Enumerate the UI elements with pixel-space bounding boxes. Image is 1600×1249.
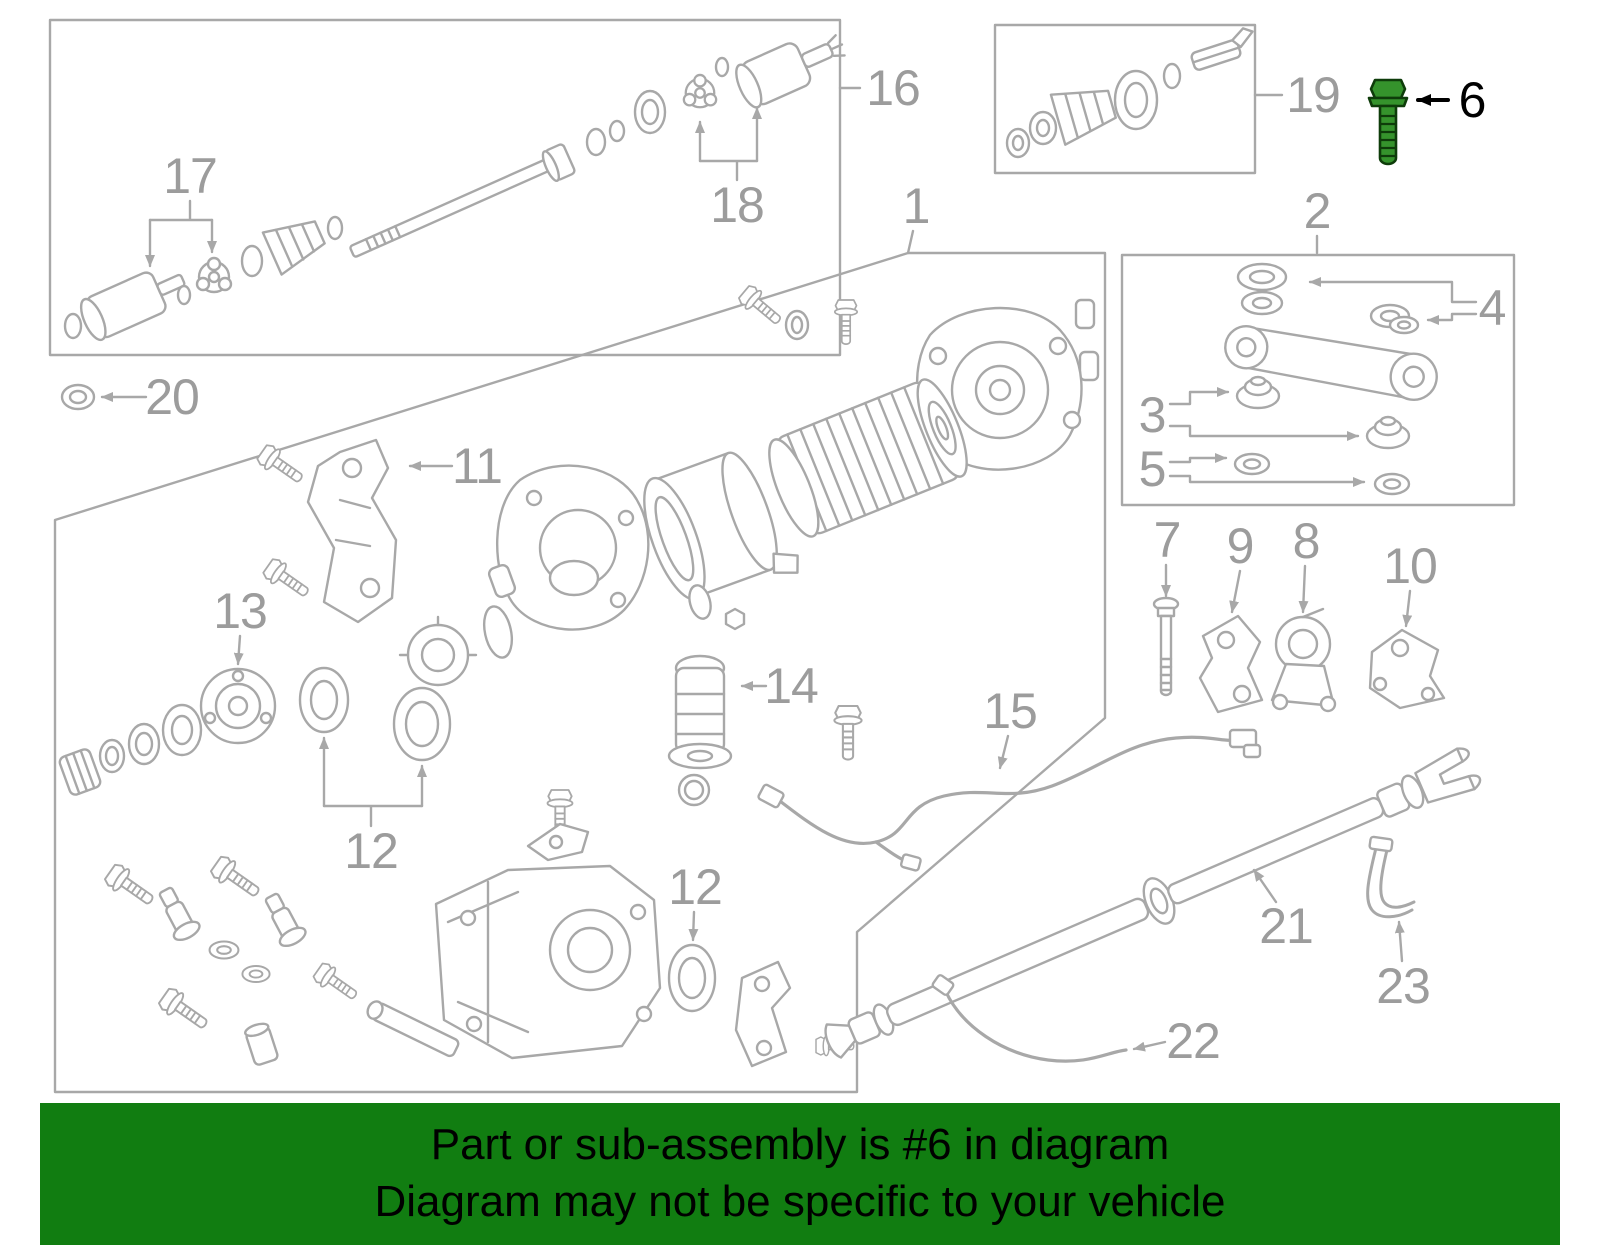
bracket-11	[306, 438, 398, 624]
callout-16: 16	[866, 60, 921, 116]
control-arm	[1224, 325, 1438, 401]
actuator-14	[667, 654, 733, 770]
axle-shaft	[349, 154, 561, 258]
callout-7: 7	[1153, 512, 1182, 568]
outer-cv-housing	[735, 34, 846, 109]
callout-18: 18	[710, 177, 765, 233]
axle-assembly-box	[48, 18, 862, 357]
inner-cv-boot	[261, 220, 326, 276]
banner-line-1: Part or sub-assembly is #6 in diagram	[430, 1120, 1170, 1170]
flange-13-group	[58, 667, 277, 796]
callout-15: 15	[983, 683, 1038, 739]
callout-6-highlighted: 6	[1458, 72, 1487, 128]
callout-21: 21	[1259, 898, 1314, 954]
callout-17: 17	[163, 148, 218, 204]
callout-2: 2	[1303, 183, 1332, 239]
callout-8: 8	[1292, 513, 1321, 569]
inner-cv-housing	[79, 271, 186, 342]
propeller-shaft-21	[824, 747, 1482, 1059]
callout-11: 11	[452, 438, 503, 494]
banner-line-2: Diagram may not be specific to your vehi…	[374, 1177, 1226, 1226]
boot-kit-box	[993, 23, 1284, 175]
mount-brackets-7-8-9-10	[1152, 563, 1446, 714]
wire-harness-15	[757, 728, 1262, 872]
callout-22: 22	[1166, 1013, 1221, 1069]
callout-20: 20	[145, 369, 200, 425]
pump-cover	[496, 464, 650, 631]
callout-3: 3	[1138, 387, 1167, 443]
highlighted-bolt-part-6	[1367, 78, 1450, 166]
callout-1: 1	[902, 178, 931, 234]
boot-clamp	[1190, 27, 1254, 71]
callout-10: 10	[1383, 538, 1438, 594]
diagram-artwork	[48, 18, 1516, 1094]
arm-assembly-box	[1120, 234, 1516, 507]
callout-4: 4	[1478, 280, 1507, 336]
callout-14: 14	[764, 658, 819, 714]
vehicle-note-banner: Part or sub-assembly is #6 in diagram Di…	[40, 1103, 1560, 1245]
callout-12b: 12	[668, 859, 723, 915]
grommet-part-20	[60, 383, 148, 411]
callout-9: 9	[1226, 518, 1255, 574]
callout-12a: 12	[344, 823, 399, 879]
diff-housing-12	[434, 864, 662, 1060]
callout-23: 23	[1376, 958, 1431, 1014]
cable-22	[931, 974, 1167, 1063]
carrier-drum	[643, 451, 799, 601]
strap-23	[1366, 835, 1416, 963]
main-diagram-region	[53, 229, 1262, 1094]
callout-13: 13	[213, 583, 268, 639]
callout-5: 5	[1138, 441, 1167, 497]
cv-boot	[1049, 89, 1117, 146]
clutch-drum	[768, 378, 968, 538]
callout-19: 19	[1286, 67, 1341, 123]
long-bolt-7	[1152, 596, 1180, 697]
